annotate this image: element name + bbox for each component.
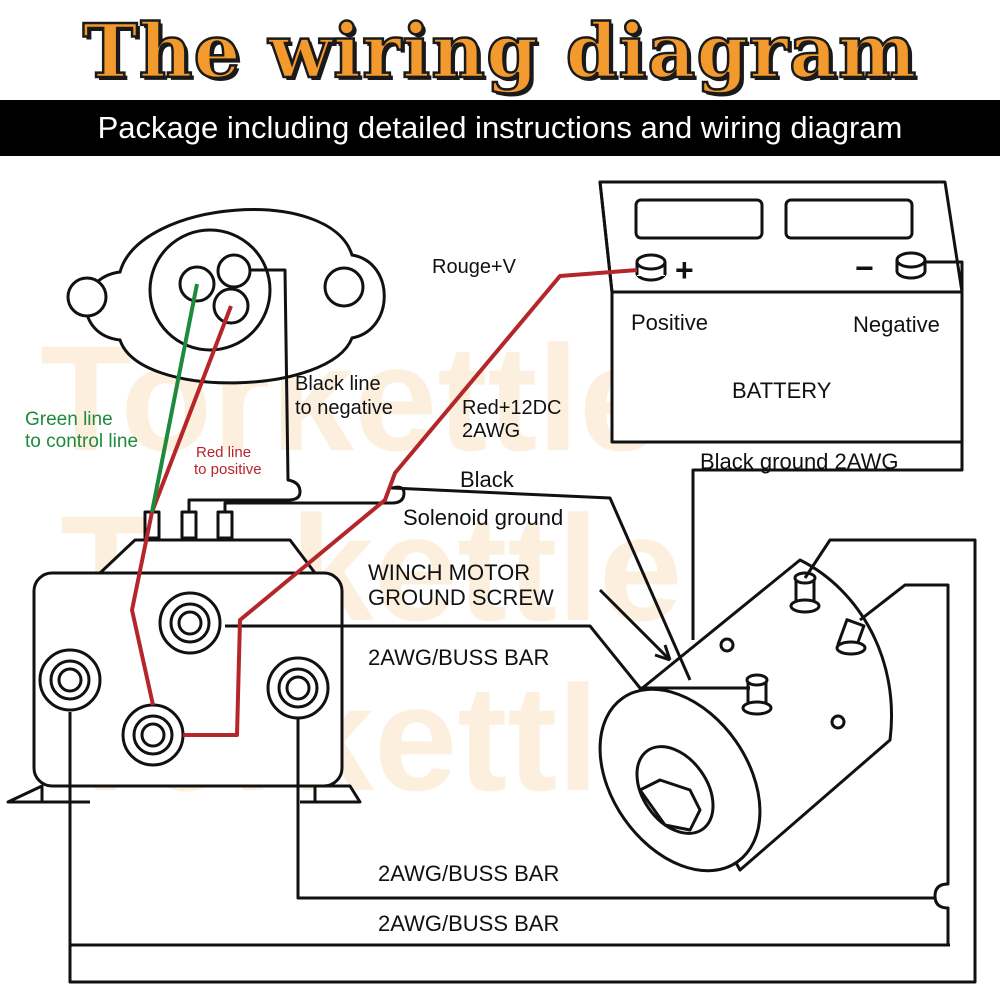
red-wires	[130, 268, 638, 737]
solenoid-terminal-top-icon	[158, 591, 222, 655]
motor-post-right-icon	[835, 618, 867, 656]
solenoid-terminal-bottom-icon	[121, 703, 185, 767]
red12-label-1: Red+12DC	[462, 397, 562, 419]
battery-positive-label: Positive	[631, 310, 708, 335]
green-line-label-1: Green line	[25, 409, 113, 430]
buss-bar-label-1: 2AWG/BUSS BAR	[368, 645, 549, 670]
battery-label: BATTERY	[732, 378, 832, 403]
black-wires	[68, 260, 977, 984]
green-line-label-2: to control line	[25, 431, 138, 452]
solenoid-terminal-left-icon	[38, 648, 102, 712]
positive-terminal-icon	[635, 253, 667, 282]
plus-sign: +	[675, 252, 694, 288]
motor-post-top-icon	[789, 571, 821, 614]
solenoid-terminal-right-icon	[266, 656, 330, 720]
black-ground-label: Black ground 2AWG	[700, 449, 899, 474]
package-banner: Package including detailed instructions …	[0, 100, 1000, 156]
buss-bar-label-2: 2AWG/BUSS BAR	[378, 861, 559, 886]
green-wire	[150, 283, 199, 513]
black-line-label-1: Black line	[295, 373, 381, 395]
buss-bar-label-3: 2AWG/BUSS BAR	[378, 911, 559, 936]
black-label: Black	[460, 467, 515, 492]
battery-negative-label: Negative	[853, 312, 940, 337]
winch-motor-label-1: WINCH MOTOR	[368, 560, 530, 585]
red-line-label-2: to positive	[194, 461, 262, 478]
red12-label-2: 2AWG	[462, 420, 520, 442]
winch-motor	[598, 558, 893, 873]
solenoid-ground-label: Solenoid ground	[403, 505, 563, 530]
red-line-label-1: Red line	[196, 444, 251, 461]
minus-sign: −	[855, 250, 874, 286]
battery	[598, 180, 964, 444]
winch-motor-label-2: GROUND SCREW	[368, 585, 554, 610]
black-line-label-2: to negative	[295, 397, 393, 419]
control-socket	[66, 208, 386, 385]
negative-terminal-icon	[895, 251, 927, 280]
rouge-label: Rouge+V	[432, 256, 517, 278]
diagram-title: The wiring diagram	[81, 8, 918, 97]
motor-ground-screw-icon	[741, 673, 773, 716]
